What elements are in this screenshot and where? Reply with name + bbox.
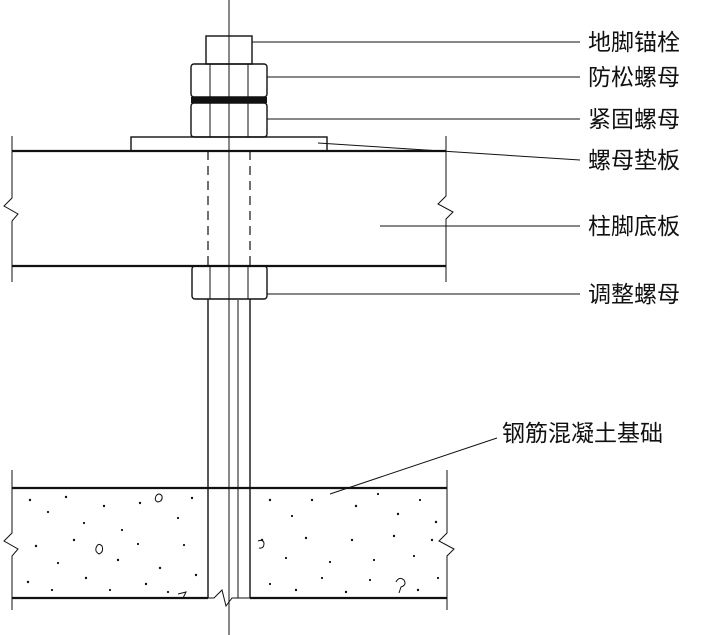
label-column-base-plate: 柱脚底板 — [588, 214, 680, 240]
label-lock-nut: 防松螺母 — [588, 65, 680, 91]
adjusting-nut — [191, 265, 268, 300]
concrete-aggregate-dots — [26, 492, 440, 594]
label-anchor-bolt: 地脚锚栓 — [588, 30, 680, 56]
anchor-bolt-shaft — [207, 0, 251, 635]
label-nut-washer-plate: 螺母垫板 — [588, 148, 680, 174]
leader-lines — [252, 41, 581, 495]
label-rc-foundation: 钢筋混凝土基础 — [502, 421, 663, 447]
label-fastening-nut: 紧固螺母 — [588, 107, 680, 133]
spring-washer — [191, 97, 267, 103]
label-adjusting-nut: 调整螺母 — [588, 282, 680, 308]
fastening-nut — [190, 102, 268, 138]
